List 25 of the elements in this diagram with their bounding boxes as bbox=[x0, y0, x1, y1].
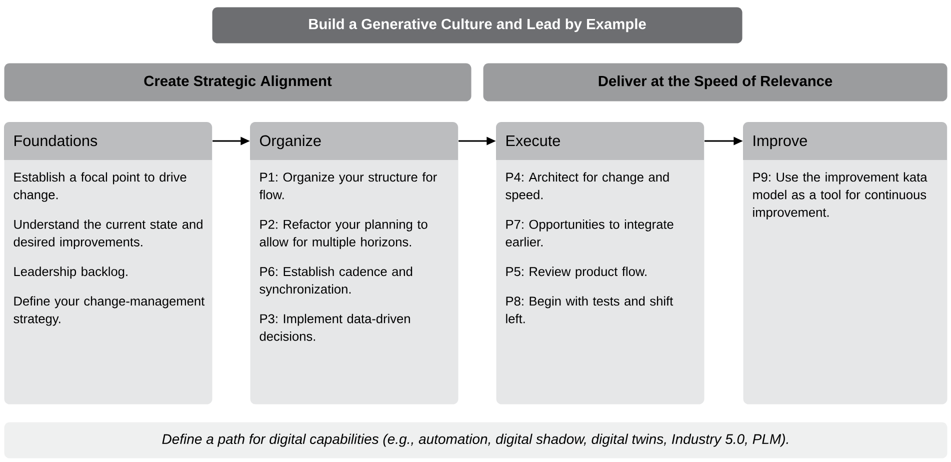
card-text: P6: Establish cadence and synchronization. bbox=[260, 266, 412, 296]
card-text: P7: Opportunities to integrate earlier. bbox=[506, 219, 674, 246]
card-heading: Execute bbox=[506, 135, 560, 146]
card-heading: Improve bbox=[754, 135, 807, 150]
card-text: P1: Organize your structure for flow. bbox=[259, 172, 437, 200]
process-card bbox=[743, 122, 948, 404]
card-text: P4: Architect for change and speed. bbox=[506, 172, 669, 202]
banner: Build a Generative Culture and Lead by Example bbox=[212, 7, 742, 44]
card-text: Understand the current state and desired improvements. bbox=[14, 219, 202, 249]
card-heading: Organize bbox=[260, 134, 321, 150]
card-text: P9: Use the improvement kata model as a tool for continuous improvement. bbox=[753, 172, 928, 220]
process-card bbox=[496, 122, 704, 404]
card-heading: Foundations bbox=[14, 134, 98, 146]
note-band: Define a path for digital capabilities (e.g., automation, digital shadow, digital twins, Industry 5.0, PLM). bbox=[4, 422, 948, 458]
phase-band: Create Strategic Alignment bbox=[4, 63, 472, 102]
card-text: P2: Refactor your planning to allow for multiple horizons. bbox=[260, 219, 428, 249]
card-text: Establish a focal point to drive change. bbox=[14, 172, 186, 202]
card-text: Leadership backlog. bbox=[14, 266, 128, 279]
card-text: P8: Begin with tests and shift left. bbox=[506, 296, 674, 324]
card-text: P5: Review product flow. bbox=[506, 266, 646, 279]
process-card bbox=[4, 122, 212, 404]
card-text: Define your change-management strategy. bbox=[14, 296, 205, 326]
card-text: P3: Implement data-driven decisions. bbox=[260, 314, 410, 341]
phase-band: Deliver at the Speed of Relevance bbox=[483, 63, 948, 102]
process-card bbox=[250, 122, 458, 404]
